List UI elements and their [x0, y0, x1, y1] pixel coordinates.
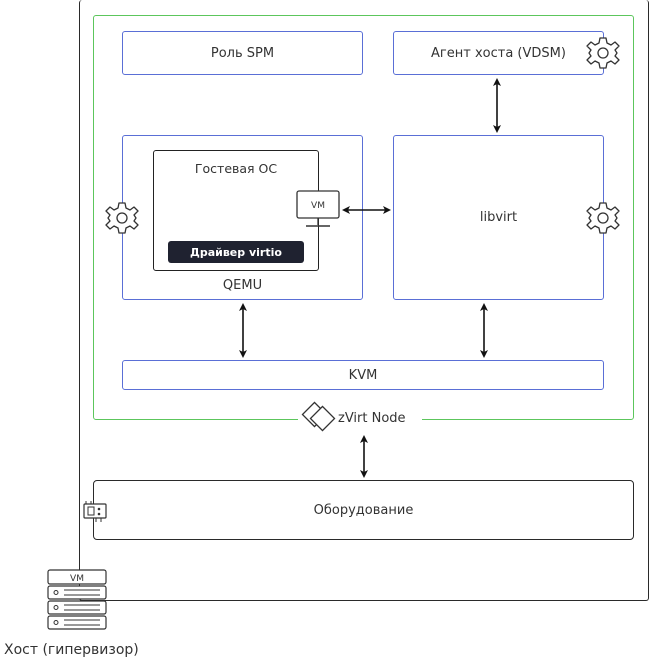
host-vm-badge-label: VM	[70, 574, 84, 584]
libvirt-label: libvirt	[479, 210, 518, 225]
hardware-box: Оборудование	[93, 480, 634, 540]
libvirt-box: libvirt	[393, 135, 604, 300]
gear-icon	[586, 37, 620, 69]
gear-icon	[586, 202, 620, 234]
guest-os-label: Гостевая ОС	[194, 161, 278, 176]
kvm-box: KVM	[122, 360, 604, 390]
host-caption: Хост (гипервизор)	[4, 642, 139, 658]
virtio-driver-badge: Драйвер virtio	[168, 241, 304, 263]
kvm-label: KVM	[348, 367, 378, 383]
vm-badge-label: VM	[311, 201, 325, 211]
hardware-label: Оборудование	[313, 502, 414, 518]
qemu-label: QEMU	[222, 278, 263, 293]
spm-role-box: Роль SPM	[122, 31, 363, 75]
gear-icon	[105, 202, 139, 234]
monitor-icon: VM	[296, 190, 340, 227]
zvirt-logo-icon	[301, 401, 336, 432]
hardware-board-icon	[83, 501, 107, 522]
host-agent-box: Агент хоста (VDSM)	[393, 31, 604, 75]
host-frame	[79, 0, 649, 601]
virtio-driver-label: Драйвер virtio	[190, 245, 282, 259]
host-agent-label: Агент хоста (VDSM)	[431, 45, 566, 61]
spm-role-label: Роль SPM	[210, 45, 275, 61]
server-rack-icon: VM	[47, 569, 107, 630]
node-name-label: zVirt Node	[338, 411, 406, 426]
